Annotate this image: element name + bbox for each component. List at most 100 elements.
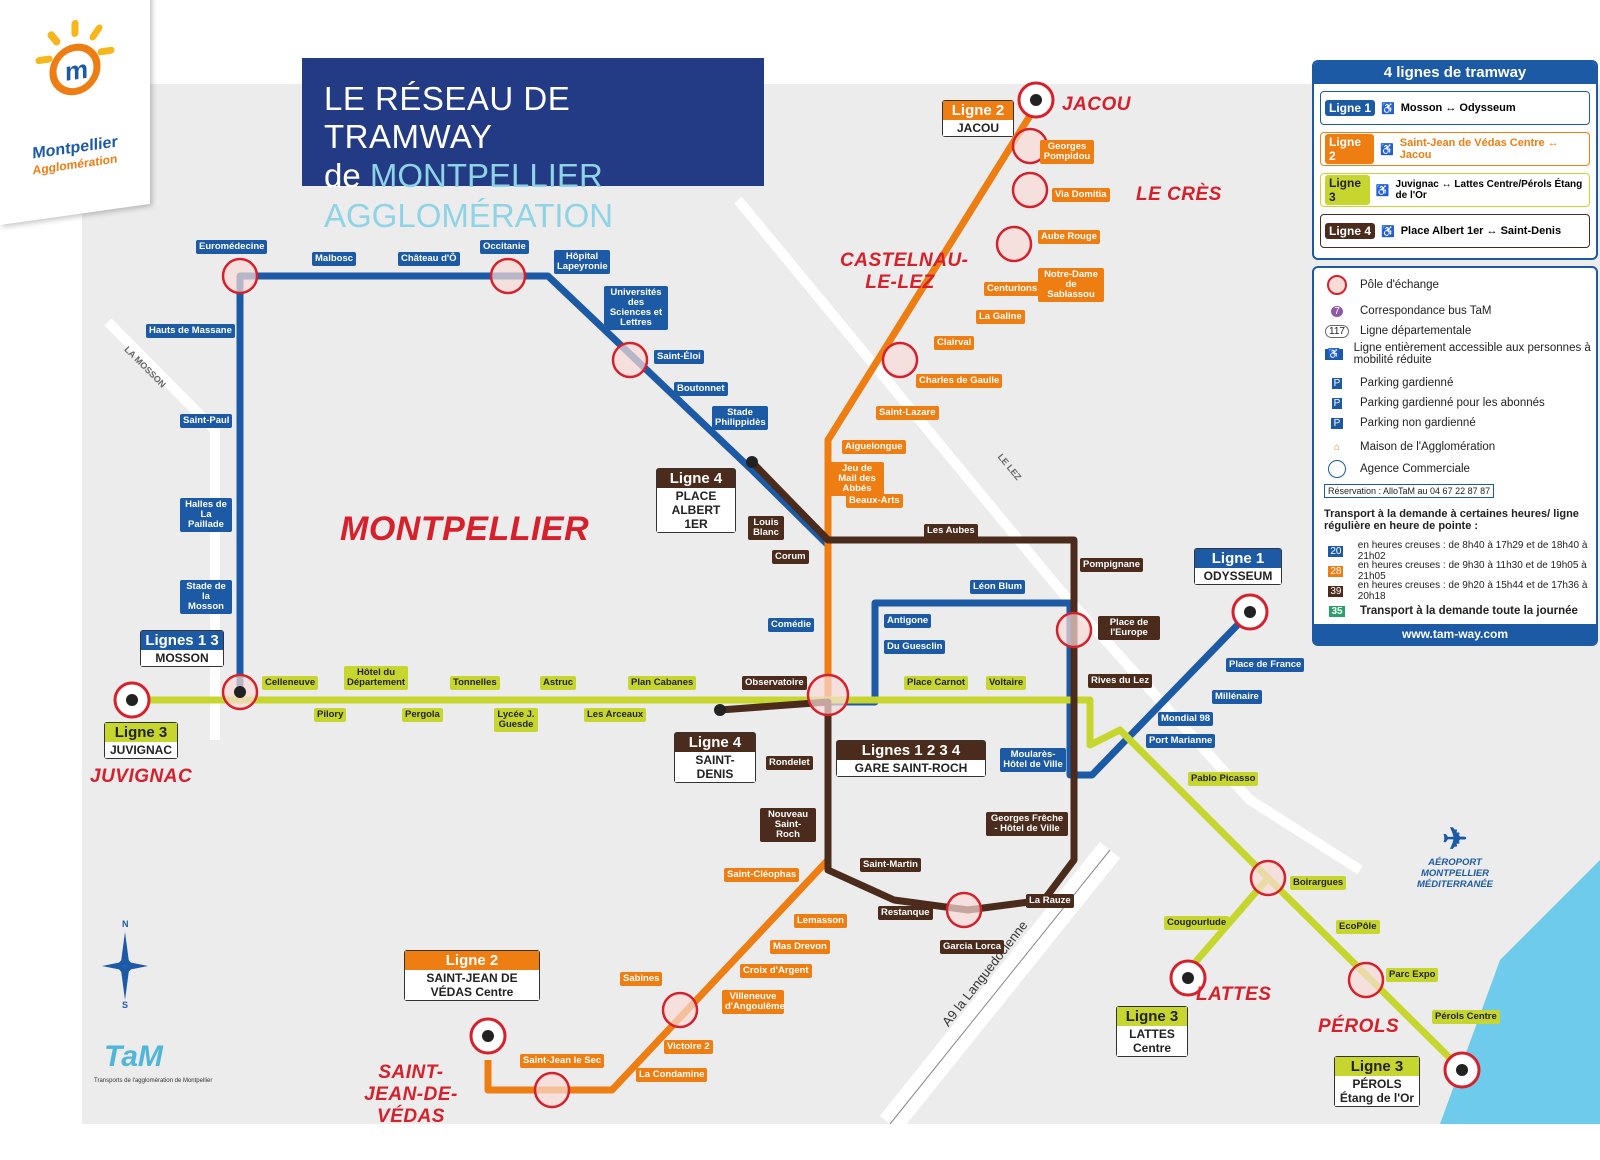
station-antigone[interactable]: Antigone bbox=[884, 614, 932, 628]
station-universites[interactable]: Universités des Sciences et Lettres bbox=[604, 286, 668, 330]
station-hauts-de-massane[interactable]: Hauts de Massane bbox=[146, 324, 235, 338]
station-saint-lazare[interactable]: Saint-Lazare bbox=[876, 406, 939, 420]
station-leon-blum[interactable]: Léon Blum bbox=[970, 580, 1026, 594]
station-saint-paul[interactable]: Saint-Paul bbox=[180, 414, 233, 428]
station-la-condamine[interactable]: La Condamine bbox=[636, 1068, 708, 1082]
terminal-mosson[interactable]: Lignes 1 3 MOSSON bbox=[140, 630, 224, 667]
terminal-jacou[interactable]: Ligne 2 JACOU bbox=[942, 100, 1014, 137]
station-pablo-picasso[interactable]: Pablo Picasso bbox=[1188, 772, 1259, 786]
station-comedie[interactable]: Comédie bbox=[768, 618, 815, 632]
station-voltaire[interactable]: Voltaire bbox=[986, 676, 1027, 690]
station-victoire-2[interactable]: Victoire 2 bbox=[664, 1040, 713, 1054]
station-beaux-arts[interactable]: Beaux-Arts bbox=[846, 494, 903, 508]
station-boutonnet[interactable]: Boutonnet bbox=[674, 382, 728, 396]
terminal-odysseum[interactable]: Ligne 1 ODYSSEUM bbox=[1194, 548, 1282, 585]
tam-logo: TaM bbox=[104, 1040, 163, 1073]
station-louis-blanc[interactable]: Louis Blanc bbox=[748, 516, 784, 540]
station-ecopole[interactable]: EcoPôle bbox=[1336, 920, 1380, 934]
station-georges-pompidou[interactable]: Georges Pompidou bbox=[1040, 140, 1094, 164]
station-via-domitia[interactable]: Via Domitia bbox=[1052, 188, 1110, 202]
station-hopital-lapeyronie[interactable]: Hôpital Lapeyronie bbox=[554, 250, 610, 274]
dept-bus-icon: 117 bbox=[1324, 322, 1350, 340]
station-port-marianne[interactable]: Port Marianne bbox=[1146, 734, 1216, 748]
station-place-de-france[interactable]: Place de France bbox=[1226, 658, 1305, 672]
station-saint-jean-le-sec[interactable]: Saint-Jean le Sec bbox=[520, 1054, 605, 1068]
terminal-perols[interactable]: Ligne 3 PÉROLS Étang de l'Or bbox=[1334, 1056, 1420, 1107]
station-stade-philippides[interactable]: Stade Philippidès bbox=[712, 406, 768, 430]
station-lycee-j-guesde[interactable]: Lycée J. Guesde bbox=[494, 708, 538, 732]
station-sabines[interactable]: Sabines bbox=[620, 972, 663, 986]
terminal-saint-denis[interactable]: Ligne 4 SAINT-DENIS bbox=[674, 732, 756, 783]
station-centurions[interactable]: Centurions bbox=[984, 282, 1041, 296]
station-halles-de-la-paillade[interactable]: Halles de La Paillade bbox=[180, 498, 232, 532]
station-place-de-l-europe[interactable]: Place de l'Europe bbox=[1098, 616, 1160, 640]
title-line-2: de MONTPELLIER AGGLOMÉRATION bbox=[324, 157, 614, 234]
station-celleneuve[interactable]: Celleneuve bbox=[262, 676, 319, 690]
terminal-lattes[interactable]: Ligne 3 LATTES Centre bbox=[1116, 1006, 1188, 1057]
station-observatoire[interactable]: Observatoire bbox=[742, 676, 807, 690]
legend-line-2[interactable]: Ligne 2 ♿ Saint-Jean de Védas Centre ↔ J… bbox=[1320, 132, 1590, 166]
station-pilory[interactable]: Pilory bbox=[314, 708, 347, 722]
station-lemasson[interactable]: Lemasson bbox=[794, 914, 847, 928]
website-link[interactable]: www.tam-way.com bbox=[1314, 624, 1596, 644]
station-millenaire[interactable]: Millénaire bbox=[1212, 690, 1262, 704]
station-villeneuve-d-angouleme[interactable]: Villeneuve d'Angoulême bbox=[722, 990, 785, 1014]
station-mondial-98[interactable]: Mondial 98 bbox=[1158, 712, 1214, 726]
line-4-track bbox=[719, 459, 1078, 914]
station-cougourlude[interactable]: Cougourlude bbox=[1164, 916, 1230, 930]
terminal-gare-saint-roch[interactable]: Lignes 1 2 3 4 GARE SAINT-ROCH bbox=[836, 740, 986, 777]
station-clairval[interactable]: Clairval bbox=[934, 336, 975, 350]
station-chateau-d-o[interactable]: Château d'Ô bbox=[398, 252, 460, 266]
station-saint-cleophas[interactable]: Saint-Cléophas bbox=[724, 868, 800, 882]
station-mas-drevon[interactable]: Mas Drevon bbox=[770, 940, 830, 954]
station-place-carnot[interactable]: Place Carnot bbox=[904, 676, 969, 690]
station-pompignane[interactable]: Pompignane bbox=[1080, 558, 1144, 572]
station-malbosc[interactable]: Malbosc bbox=[312, 252, 357, 266]
station-stade-de-la-mosson[interactable]: Stade de la Mosson bbox=[180, 580, 232, 614]
station-aube-rouge[interactable]: Aube Rouge bbox=[1038, 230, 1100, 244]
station-rives-du-lez[interactable]: Rives du Lez bbox=[1088, 674, 1153, 688]
station-la-galine[interactable]: La Galine bbox=[976, 310, 1025, 324]
station-rondelet[interactable]: Rondelet bbox=[766, 756, 813, 770]
station-la-rauze[interactable]: La Rauze bbox=[1026, 894, 1074, 908]
legend-line-3[interactable]: Ligne 3 ♿ Juvignac ↔ Lattes Centre/Pérol… bbox=[1320, 173, 1590, 207]
compass-rose-icon: N S bbox=[102, 919, 148, 1008]
station-charles-de-gaulle[interactable]: Charles de Gaulle bbox=[916, 374, 1003, 388]
legend-parking-guarded: P Parking gardienné bbox=[1324, 374, 1453, 392]
legend-line-4[interactable]: Ligne 4 ♿ Place Albert 1er ↔ Saint-Denis bbox=[1320, 214, 1590, 248]
station-perols-centre[interactable]: Pérols Centre bbox=[1432, 1010, 1500, 1024]
station-garcia-lorca[interactable]: Garcia Lorca bbox=[940, 940, 1005, 954]
station-saint-martin[interactable]: Saint-Martin bbox=[860, 858, 921, 872]
station-les-aubes[interactable]: Les Aubes bbox=[924, 524, 978, 538]
terminal-saint-jean-de-vedas[interactable]: Ligne 2 SAINT-JEAN DE VÉDAS Centre bbox=[404, 950, 540, 1001]
station-euromedecine[interactable]: Euromédecine bbox=[196, 240, 268, 254]
station-parc-expo[interactable]: Parc Expo bbox=[1386, 968, 1439, 982]
station-du-guesclin[interactable]: Du Guesclin bbox=[884, 640, 946, 654]
station-georges-freche[interactable]: Georges Frêche - Hôtel de Ville bbox=[986, 812, 1068, 836]
station-pergola[interactable]: Pergola bbox=[402, 708, 443, 722]
parking-tram-icon: P bbox=[1331, 377, 1343, 389]
station-restanque[interactable]: Restanque bbox=[878, 906, 933, 920]
station-nouveau-saint-roch[interactable]: Nouveau Saint-Roch bbox=[760, 808, 816, 842]
city-jacou: JACOU bbox=[1062, 94, 1132, 115]
tam-subtitle: Transports de l'agglomération de Montpel… bbox=[94, 1078, 213, 1084]
station-notre-dame-de-sablassou[interactable]: Notre-Dame de Sablassou bbox=[1038, 268, 1104, 302]
line-2-track bbox=[484, 104, 1039, 1094]
legend-line-1[interactable]: Ligne 1 ♿ Mosson ↔ Odysseum bbox=[1320, 91, 1590, 125]
station-croix-d-argent[interactable]: Croix d'Argent bbox=[740, 964, 812, 978]
terminal-place-albert[interactable]: Ligne 4 PLACE ALBERT 1ER bbox=[656, 468, 736, 533]
station-plan-cabanes[interactable]: Plan Cabanes bbox=[628, 676, 697, 690]
station-astruc[interactable]: Astruc bbox=[540, 676, 577, 690]
station-moulares[interactable]: Moularès-Hôtel de Ville bbox=[1000, 748, 1066, 772]
terminal-juvignac[interactable]: Ligne 3 JUVIGNAC bbox=[104, 722, 178, 759]
station-les-arceaux[interactable]: Les Arceaux bbox=[584, 708, 647, 722]
station-occitanie[interactable]: Occitanie bbox=[480, 240, 529, 254]
station-hotel-du-departement[interactable]: Hôtel du Département bbox=[344, 666, 408, 690]
legend-hub: Pôle d'échange bbox=[1324, 275, 1439, 295]
station-jeu-de-mail-des-abbes[interactable]: Jeu de Mail des Abbés bbox=[830, 462, 884, 496]
station-saint-eloi[interactable]: Saint-Éloi bbox=[654, 350, 704, 364]
station-corum[interactable]: Corum bbox=[772, 550, 809, 564]
station-aiguelongue[interactable]: Aiguelongue bbox=[842, 440, 906, 454]
station-boirargues[interactable]: Boirargues bbox=[1290, 876, 1347, 890]
station-tonnelles[interactable]: Tonnelles bbox=[450, 676, 500, 690]
